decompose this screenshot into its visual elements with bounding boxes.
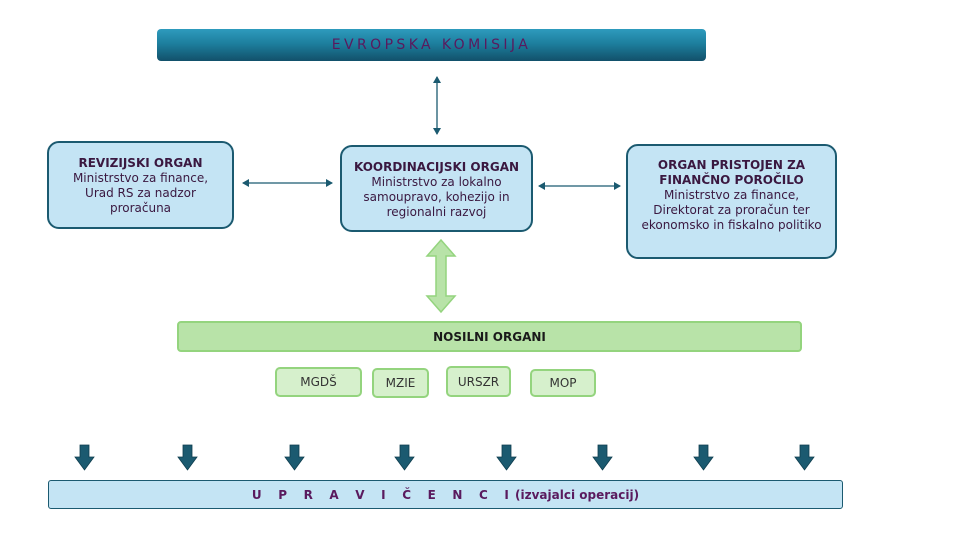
ministry-label: MOP: [549, 376, 577, 390]
audit-authority-title: REVIZIJSKI ORGAN: [78, 156, 203, 170]
intermediate-bodies-label: NOSILNI ORGANI: [433, 329, 546, 344]
down-arrow-icon: [394, 444, 415, 471]
certifying-body-title: ORGAN PRISTOJEN ZA FINANČNO POROČILO: [657, 158, 806, 187]
certifying-body-box: ORGAN PRISTOJEN ZA FINANČNO POROČILO Min…: [626, 144, 837, 259]
beneficiaries-note: (izvajalci operacij): [515, 487, 640, 502]
ministry-label: URSZR: [457, 374, 500, 389]
down-arrow-icon: [177, 444, 198, 471]
down-arrow-icon: [592, 444, 613, 471]
down-arrow-icon: [284, 444, 305, 471]
audit-authority-box: REVIZIJSKI ORGAN Ministrstvo za finance,…: [47, 141, 234, 229]
down-arrow-icon: [794, 444, 815, 471]
european-commission-label: EVROPSKA KOMISIJA: [331, 37, 532, 53]
ministry-box-mzie: MZIE: [372, 368, 429, 398]
european-commission-banner: EVROPSKA KOMISIJA: [157, 29, 706, 61]
ministry-box-urszr: URSZR: [446, 366, 511, 397]
ministry-box-mgds: MGDŠ: [275, 367, 362, 397]
coordinating-body-box: KOORDINACIJSKI ORGAN Ministrstvo za loka…: [340, 145, 533, 232]
audit-authority-body: Ministrstvo za finance, Urad RS za nadzo…: [72, 171, 209, 215]
down-arrow-icon: [496, 444, 517, 471]
intermediate-bodies-bar: NOSILNI ORGANI: [177, 321, 802, 352]
ministry-label: MGDŠ: [300, 375, 337, 389]
coordinating-body-title: KOORDINACIJSKI ORGAN: [353, 160, 520, 174]
down-arrow-icon: [74, 444, 95, 471]
ministry-label: MZIE: [385, 376, 416, 390]
beneficiaries-label: U P R A V I Č E N C I: [251, 487, 516, 502]
ministry-box-mop: MOP: [530, 369, 596, 397]
beneficiaries-bar: U P R A V I Č E N C I (izvajalci operaci…: [48, 480, 843, 509]
certifying-body-body: Ministrstvo za finance, Direktorat za pr…: [641, 188, 822, 232]
coordinating-body-body: Ministrstvo za lokalno samoupravo, kohez…: [363, 175, 510, 219]
down-arrow-icon: [693, 444, 714, 471]
coordination-bodies-double-arrow-icon: [425, 238, 457, 314]
